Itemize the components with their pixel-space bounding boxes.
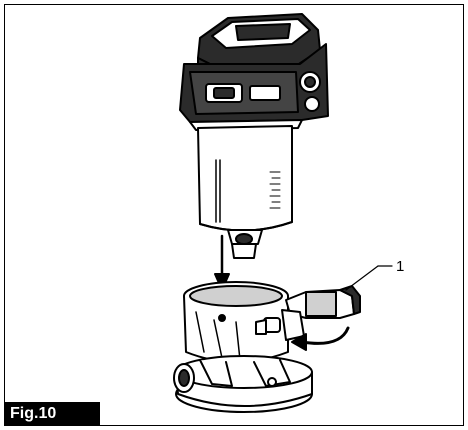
curved-arrow-icon: [291, 326, 350, 351]
trimmer-base: [173, 281, 313, 413]
callout-number-1: 1: [396, 258, 405, 275]
callout-leader-line: [345, 265, 379, 291]
clamp-lever: [255, 285, 361, 341]
motor-cylinder: [197, 125, 293, 259]
figure-label: Fig.10: [4, 402, 100, 426]
battery-housing: [179, 13, 329, 131]
